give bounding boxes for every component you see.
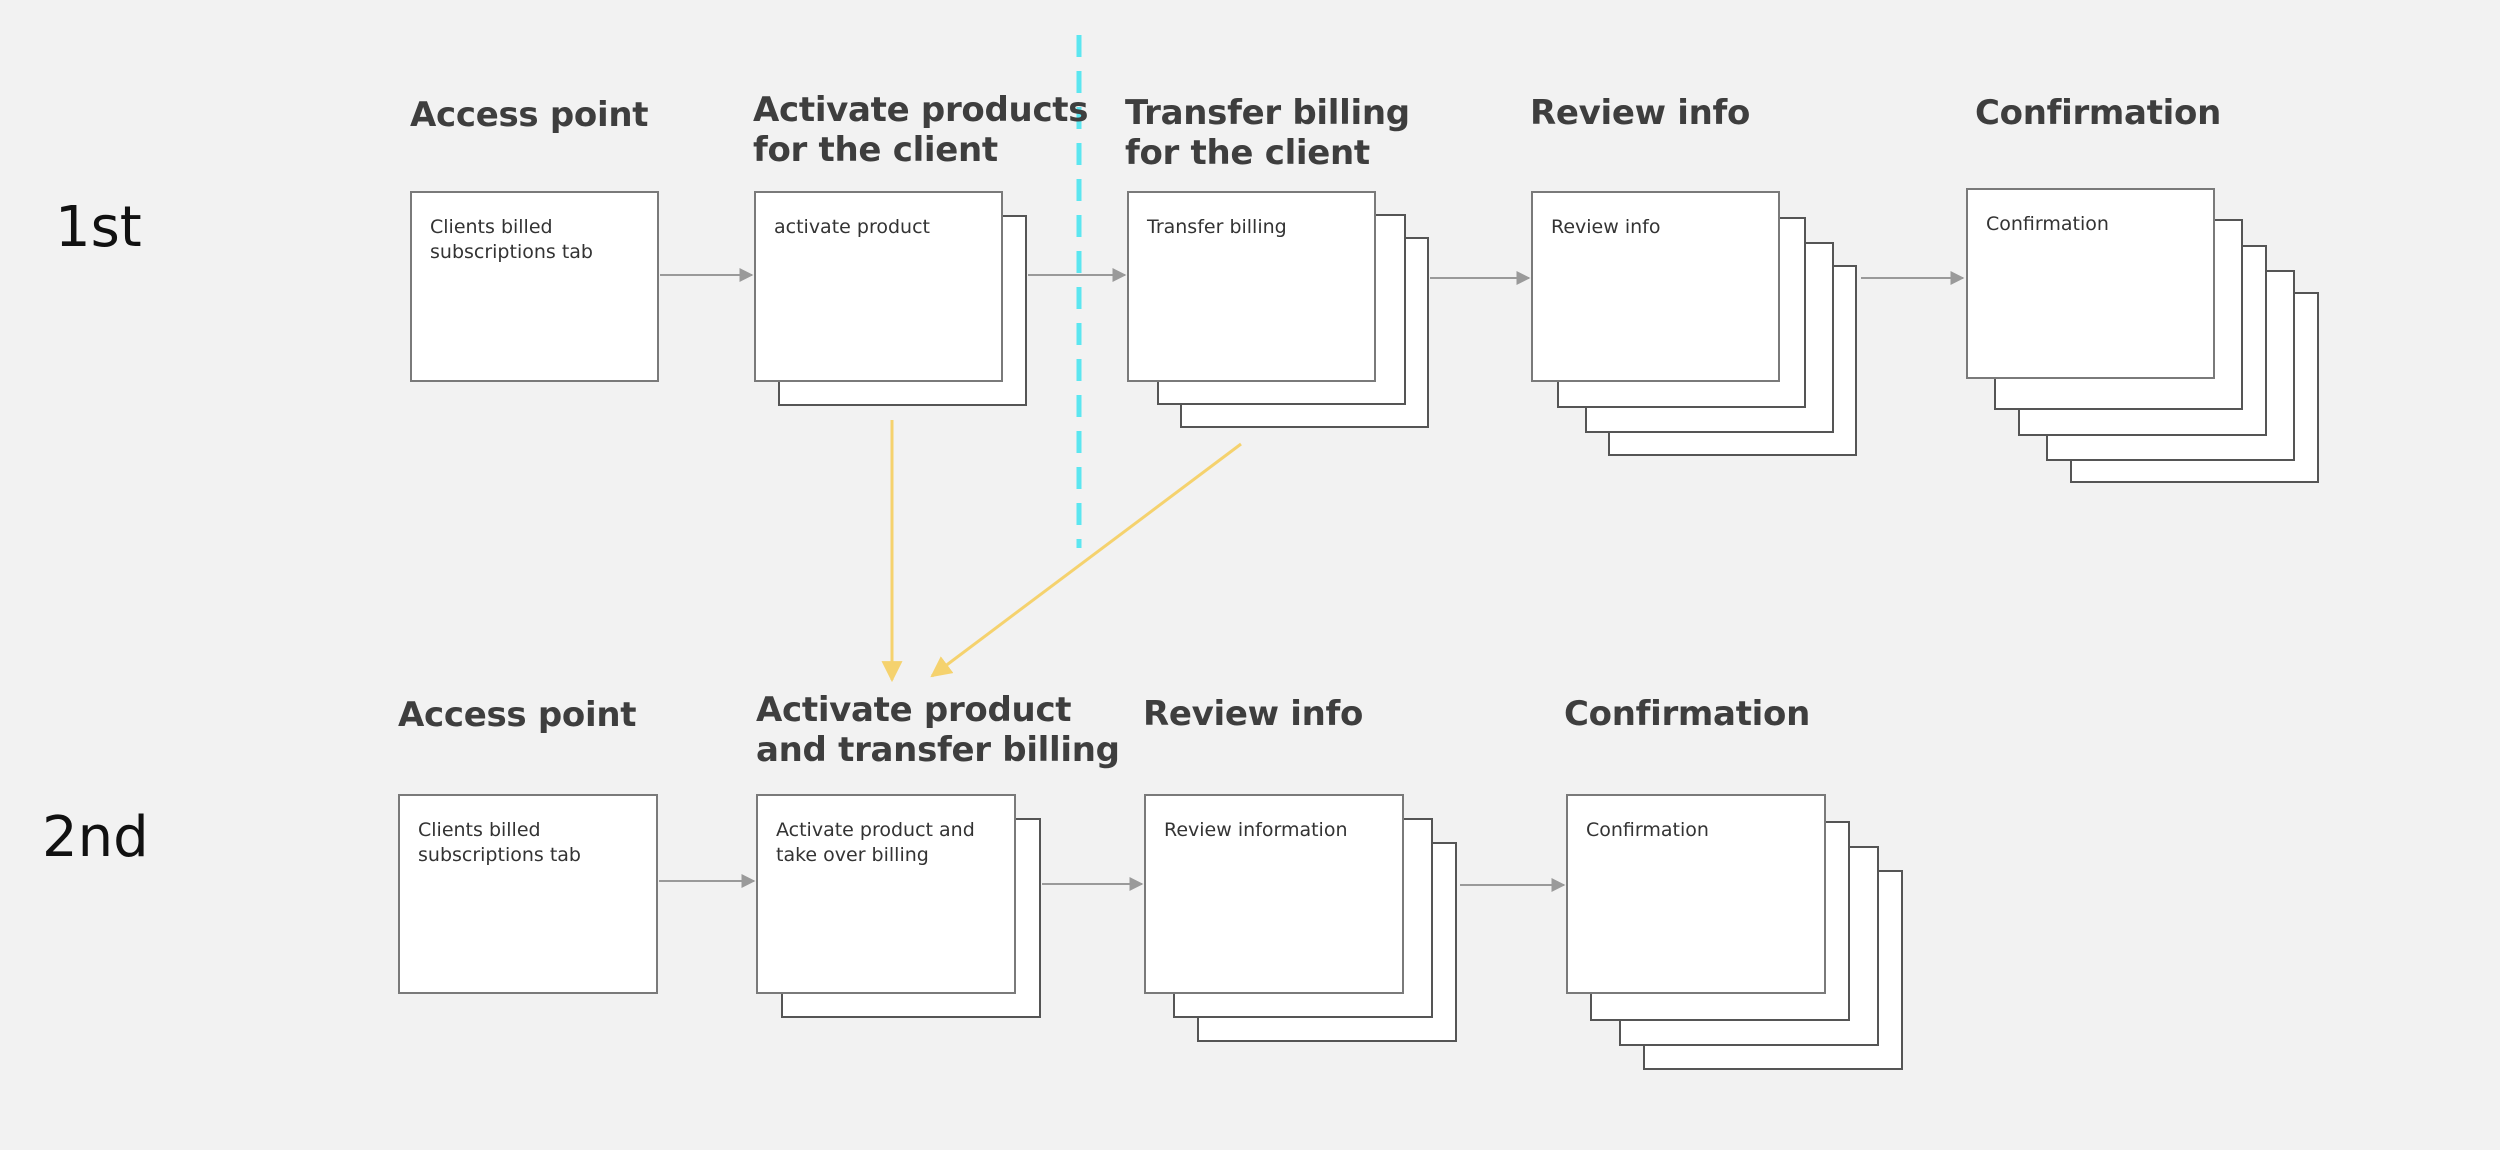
merge-arrow — [930, 442, 1242, 678]
screen-label: Clients billed subscriptions tab — [430, 216, 593, 264]
screen-card: Activate product and take over billing — [756, 794, 1016, 994]
screen-card: activate product — [754, 191, 1003, 382]
screen-card: Review info — [1531, 191, 1780, 382]
screen-card: Review information — [1144, 794, 1404, 994]
screen-label: Review info — [1551, 216, 1661, 238]
screen-card: Clients billed subscriptions tab — [410, 191, 659, 382]
screen-card: Confirmation — [1566, 794, 1826, 994]
screen-label: activate product — [774, 216, 930, 238]
screen-label: Confirmation — [1586, 819, 1709, 841]
step-title-confirmation-2: Confirmation — [1564, 694, 1810, 734]
step-title-activate-products: Activate products for the client — [753, 90, 1089, 171]
screen-label: Clients billed subscriptions tab — [418, 819, 581, 867]
step-title-review-info-2: Review info — [1143, 694, 1364, 734]
screen-card: Confirmation — [1966, 188, 2215, 379]
screen-card: Transfer billing — [1127, 191, 1376, 382]
row-label-1st: 1st — [55, 195, 142, 260]
step-title-review-info: Review info — [1530, 93, 1751, 133]
step-title-access-point-2: Access point — [398, 695, 637, 735]
screen-card: Clients billed subscriptions tab — [398, 794, 658, 994]
screen-label: Activate product and take over billing — [776, 819, 975, 867]
screen-label: Confirmation — [1986, 213, 2109, 235]
screen-label: Transfer billing — [1147, 216, 1287, 238]
step-title-activate-and-transfer: Activate product and transfer billing — [756, 690, 1120, 771]
step-title-access-point: Access point — [410, 95, 649, 135]
step-title-confirmation: Confirmation — [1975, 93, 2221, 133]
screen-label: Review information — [1164, 819, 1348, 841]
row-label-2nd: 2nd — [42, 805, 149, 870]
step-title-transfer-billing: Transfer billing for the client — [1125, 93, 1410, 174]
